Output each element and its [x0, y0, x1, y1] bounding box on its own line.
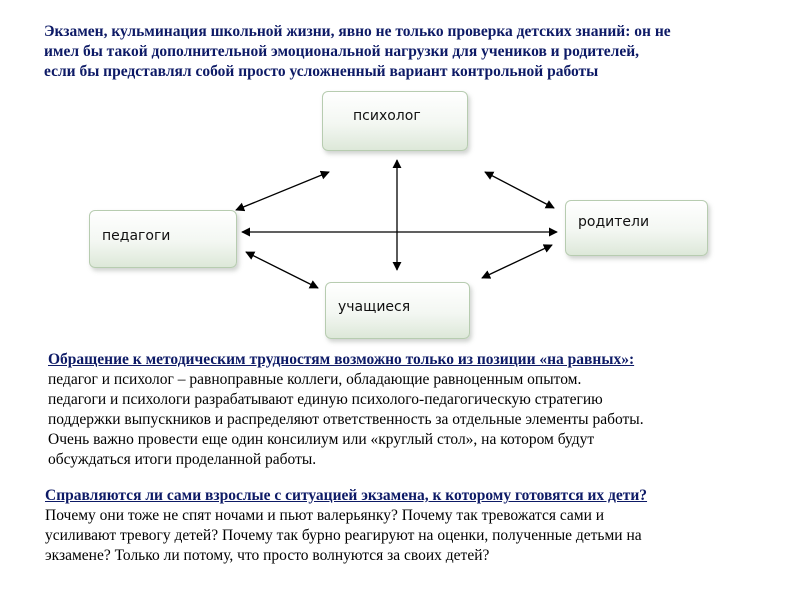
block-line: педагоги и психологи разрабатывают едину… [48, 391, 603, 408]
block-line: Очень важно провести еще один консилиум … [48, 431, 595, 448]
block-line: обсуждаться итоги проделанной работы. [48, 451, 317, 468]
node-teachers: педагоги [89, 210, 237, 268]
arrow-teachers-students [245, 251, 319, 289]
block-line: экзамене? Только ли потому, что просто в… [45, 547, 490, 564]
arrow-psychologist-parents [484, 171, 555, 209]
arrow-parents-students [481, 244, 553, 279]
block-line: поддержки выпускников и распределяют отв… [48, 411, 644, 428]
intro-text: Экзамен, кульминация школьной жизни, явн… [44, 22, 779, 82]
block-heading: Обращение к методическим трудностям возм… [48, 351, 635, 368]
node-psychologist: психолог [322, 91, 468, 151]
node-parents: родители [565, 200, 708, 256]
equal-position-block: Обращение к методическим трудностям возм… [48, 350, 644, 470]
block-line: Почему они тоже не спят ночами и пьют ва… [45, 507, 605, 524]
arrow-psychologist-teachers [235, 170, 330, 212]
block-line: усиливают тревогу детей? Почему так бурн… [45, 527, 642, 544]
intro-line: если бы представлял собой просто усложне… [44, 63, 599, 80]
adults-questions-block: Справляются ли сами взрослые с ситуацией… [45, 486, 647, 566]
node-students: учащиеся [325, 282, 470, 339]
intro-line: имел бы такой дополнительной эмоциональн… [44, 43, 640, 60]
block-line: педагог и психолог – равноправные коллег… [48, 371, 582, 388]
intro-line: Экзамен, кульминация школьной жизни, явн… [44, 23, 671, 40]
block-heading: Справляются ли сами взрослые с ситуацией… [45, 487, 648, 504]
